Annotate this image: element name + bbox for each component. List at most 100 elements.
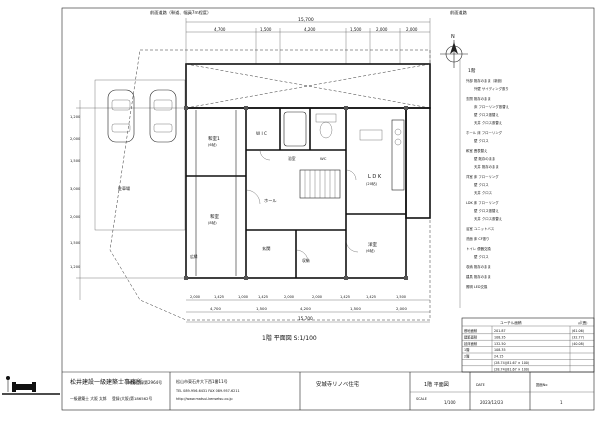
note-line: 壁 既存のまま (474, 156, 495, 161)
room-wic: W I C (256, 131, 267, 136)
firm-architect: 一級建築士 大阪 太郎 (70, 396, 107, 401)
parking-area: 駐車場 (94, 79, 186, 231)
interior-walls (186, 108, 406, 278)
dim-left-5: 1,500 (70, 241, 81, 245)
drawing-no-label: 図面No (536, 382, 547, 387)
note-line: 照明 LED交換 (466, 284, 488, 289)
sheet-frame (61, 7, 595, 411)
dim-bottom2-4: 2,000 (396, 306, 407, 311)
dim-bottom-3: 1,425 (258, 295, 268, 299)
area-table-cell: 1階 (464, 347, 470, 352)
note-line: 収納 既存のまま (466, 264, 491, 269)
firm-address: 松山市東石井大下西1番11号 (176, 378, 228, 384)
note-line: 洗面 床 CF張り (466, 236, 489, 241)
dim-left-3: 3,000 (70, 187, 81, 191)
dim-top-0: 4,700 (214, 27, 226, 32)
firm-logo-icon (2, 376, 60, 395)
room-washitsu2-sub: (8帖) (208, 220, 217, 225)
dim-top-3: 1,500 (350, 27, 362, 32)
note-line: LDK 床 フローリング (466, 200, 499, 205)
date-label: DATE (476, 383, 485, 387)
dim-left-1: 2,000 (70, 137, 81, 141)
stairs (299, 169, 341, 199)
drawing-no: 1 (560, 400, 563, 405)
note-line: 天井 クロス張替え (474, 120, 503, 125)
firm-url: http://www.matsui-kensetsu.co.jp (176, 397, 233, 401)
area-table-unit: ㎡(畳) (578, 320, 588, 325)
area-table-cell: 延床面積 (464, 341, 478, 346)
note-line: 床 フローリング張替え (474, 104, 510, 109)
firm-reg: 登録(大阪)第186562号 (112, 396, 152, 401)
scale-value: 1/100 (444, 400, 456, 405)
note-line: 外壁 サイディング張り (474, 86, 509, 91)
note-line: 浴室 ユニットバス (466, 226, 495, 231)
scale-label: SCALE (416, 397, 427, 401)
room-yoshitsu-sub: (6帖) (366, 248, 375, 253)
note-line: トイレ 便器交換 (466, 246, 491, 251)
area-table-cell: 24.15 (494, 355, 503, 359)
area-table-cell: (28.74)(81.67 × 100) (494, 361, 529, 365)
room-storage: 収納 (302, 258, 310, 263)
dim-top-1: 1,500 (260, 27, 272, 32)
note-line: 天井 既存のまま (474, 164, 499, 169)
notes-heading: 1階 (468, 67, 476, 74)
note-line: 壁 クロス (474, 138, 489, 143)
north-label: N (451, 34, 455, 40)
room-hall: ホール (264, 198, 277, 203)
room-wc: WC (320, 156, 327, 161)
bath-fixtures (283, 111, 337, 147)
note-line: 壁 クロス (474, 254, 489, 259)
door-swings (245, 149, 359, 263)
dim-top-2: 4,200 (304, 27, 316, 32)
dim-bottom-1: 1,425 (214, 295, 224, 299)
dim-bottom-5: 2,000 (312, 295, 322, 299)
dim-left-0: 1,200 (70, 115, 81, 119)
kitchen-counter (359, 119, 405, 191)
dim-bottom2-2: 4,200 (300, 306, 311, 311)
area-table-cell: 132.50 (494, 342, 506, 346)
plan-title: 1階 平面図 S:1/100 (262, 334, 317, 342)
note-line: 天井 クロス (474, 190, 493, 195)
area-table-cell: 108.35 (494, 348, 506, 352)
site-boundary (109, 49, 431, 321)
note-line: 洋室 床 フローリング (466, 174, 499, 179)
room-entrance: 玄関 (262, 245, 270, 252)
dim-bottom-2: 1,000 (238, 295, 248, 299)
area-table-cell: (61.06) (572, 329, 584, 333)
building-outline (185, 63, 431, 279)
dim-bottom-4: 2,000 (284, 295, 294, 299)
project-name: 安城寺リノベ住宅 (316, 380, 360, 388)
note-line: 天井 クロス張替え (474, 216, 503, 221)
firm-name: 松井建設一級建築士事務所 (70, 378, 142, 386)
note-line: 壁 クロス (474, 182, 489, 187)
note-line: 和室 畳表替え (466, 148, 488, 153)
dim-top-total: 15,700 (298, 17, 314, 23)
dim-top-4: 2,000 (376, 27, 388, 32)
dim-left-2: 1,500 (70, 159, 81, 163)
room-washitsu1-sub: (6帖) (208, 142, 217, 147)
dimension-left: 1,200 2,000 1,500 3,000 2,000 1,500 1,20… (70, 100, 186, 300)
dim-left-4: 2,000 (70, 215, 81, 219)
road-note: 前面道路（幹道、幅員7m程度） (150, 9, 211, 16)
note-line: ホール 床 フローリング (466, 130, 503, 135)
firm-license: 知事登録第2964号 (128, 379, 162, 385)
area-table-cell: (40.08) (572, 342, 584, 346)
dim-top-5: 2,000 (406, 27, 418, 32)
dim-left-6: 1,200 (70, 265, 81, 269)
dim-bottom-8: 1,500 (396, 295, 406, 299)
dim-bottom-total: 15,700 (298, 316, 313, 321)
room-washitsu1: 和室1 (208, 135, 220, 142)
room-engawa: 広縁 (190, 254, 198, 259)
road-label-right: 前面道路 (450, 9, 468, 16)
area-table-cell: 2階 (464, 354, 470, 359)
note-line: 壁 クロス張替え (474, 112, 499, 117)
dim-bottom2-0: 4,700 (210, 306, 221, 311)
title-block: 松井建設一級建築士事務所 知事登録第2964号 一級建築士 大阪 太郎 登録(大… (2, 372, 594, 410)
note-line: 玄関 既存のまま (466, 96, 491, 101)
drawing-name: 1階 平面図 (424, 381, 449, 388)
room-bath: 浴室 (288, 156, 296, 161)
dim-bottom2-3: 1,500 (350, 306, 361, 311)
